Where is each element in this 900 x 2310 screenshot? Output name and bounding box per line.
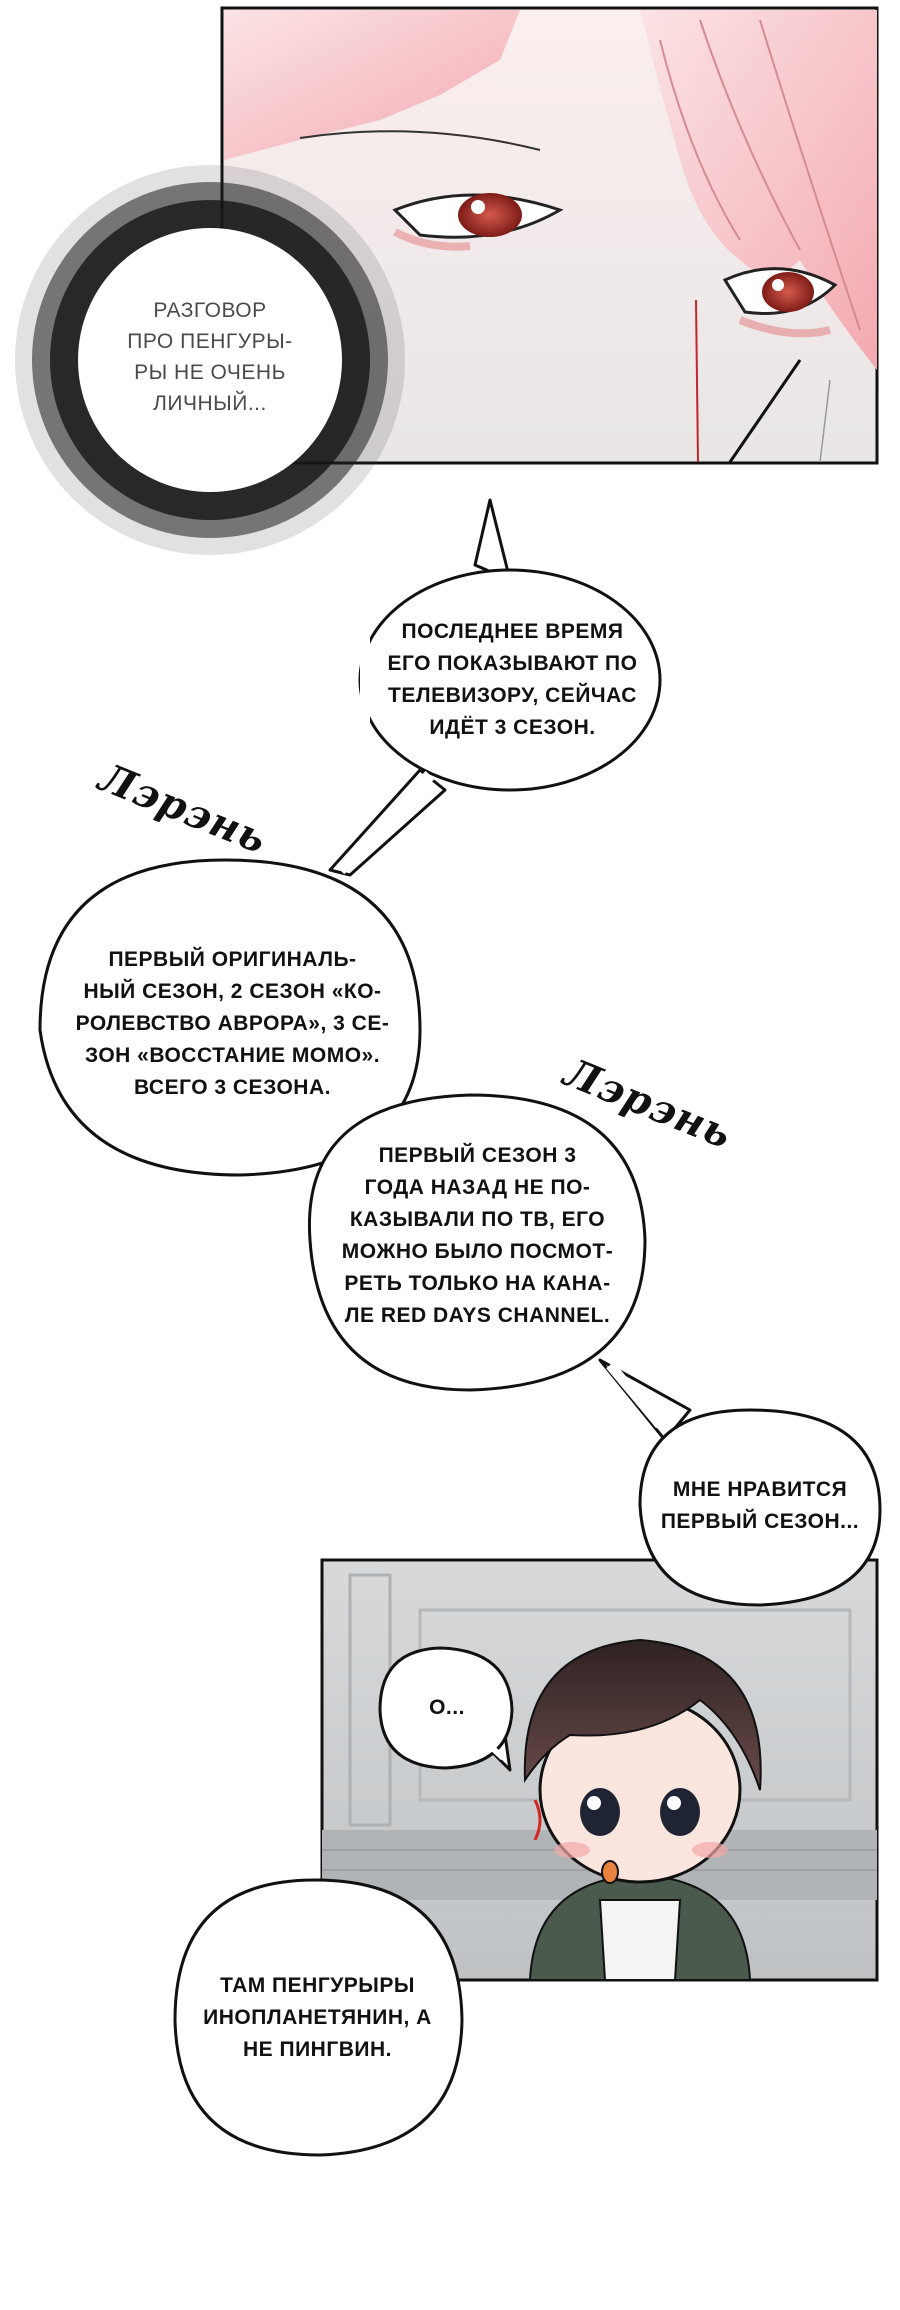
chibi-boy: [523, 1638, 762, 1981]
bubble-4-shape: [638, 1408, 882, 1607]
speech-bubble-1-text: Последнее время его показывают по телеви…: [387, 620, 638, 739]
bubble-2-shape: [38, 858, 422, 1177]
thought-burst: [15, 165, 405, 555]
bubble-6-shape: [173, 1878, 464, 2157]
bubble-1-shape: [328, 498, 662, 877]
left-eye: [392, 193, 564, 251]
speech-bubble-6-text: Там пенгурыры инопланетянин, а не пингви…: [203, 1974, 432, 2061]
speech-bubble-4-text: Мне нравится первый сезон...: [660, 1478, 860, 1533]
speech-bubble-5-text: О...: [429, 1696, 465, 1719]
bubble-5-shape: [378, 1646, 514, 1772]
speech-bubble-2-text: Первый оригиналь- ный сезон, 2 сезон «Ко…: [75, 948, 390, 1099]
thought-text: Разговор про пенгуры- ры не очень личный…: [127, 299, 293, 415]
right-eye: [722, 267, 838, 338]
bubble-3-shape: [307, 1093, 692, 1442]
speech-bubble-3-text: Первый сезон 3 года назад не по- казывал…: [341, 1144, 614, 1327]
